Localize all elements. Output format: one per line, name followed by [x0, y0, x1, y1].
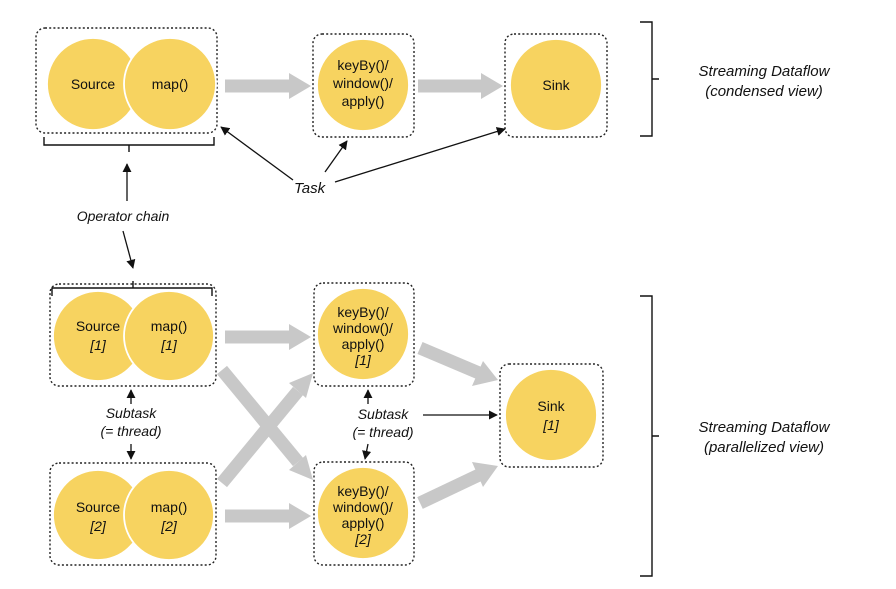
subtask-index-label: [1]	[160, 337, 178, 353]
task-sink-condensed: Sink	[504, 33, 608, 138]
thread-annotation-middle: (= thread)	[352, 424, 413, 440]
subtask-annotation-middle: Subtask	[358, 406, 410, 422]
flow-arrow-keyby1-to-sink	[417, 342, 498, 386]
flow-arrows	[216, 73, 503, 529]
task-sink-parallel: Sink [1]	[499, 363, 604, 468]
source-label: Source	[76, 318, 121, 334]
subtask-annotation-left: Subtask	[106, 405, 158, 421]
parallel-view-brace	[640, 295, 659, 577]
flow-arrow-chain2-to-keyby1	[216, 373, 313, 488]
subtask-index-label: [1]	[89, 337, 107, 353]
parallel-view-subtitle: (parallelized view)	[704, 439, 824, 456]
task-chain-parallel-1: Source [1] map() [1]	[49, 283, 217, 387]
thread-annotation-left: (= thread)	[100, 423, 161, 439]
flow-arrow-chain2-to-keyby2	[225, 503, 311, 529]
map-label: map()	[151, 318, 188, 334]
flow-arrow-keyby-to-sink	[418, 73, 503, 99]
sink-label: Sink	[542, 77, 570, 93]
task-keyby-condensed: keyBy()/ window()/ apply()	[312, 33, 415, 138]
flow-arrow-chain-to-keyby	[225, 73, 311, 99]
window-label: window()/	[332, 320, 393, 336]
apply-label: apply()	[342, 93, 385, 109]
condensed-view-title: Streaming Dataflow	[699, 63, 831, 80]
subtask-index-label: [2]	[89, 518, 107, 534]
map-label: map()	[152, 76, 189, 92]
operator-chain-annotation: Operator chain	[77, 208, 170, 224]
window-label: window()/	[332, 499, 393, 515]
keyby-label: keyBy()/	[337, 57, 388, 73]
subtask-index-label: [2]	[160, 518, 178, 534]
flow-arrow-chain1-to-keyby2	[216, 365, 313, 480]
task-keyby-parallel-1: keyBy()/ window()/ apply() [1]	[313, 282, 415, 387]
task-annotation: Task	[294, 180, 327, 197]
task-keyby-parallel-2: keyBy()/ window()/ apply() [2]	[313, 461, 415, 566]
apply-label: apply()	[342, 515, 385, 531]
task-chain-parallel-2: Source [2] map() [2]	[49, 462, 217, 566]
source-label: Source	[76, 499, 121, 515]
window-label: window()/	[332, 75, 393, 91]
condensed-view-subtitle: (condensed view)	[705, 83, 823, 100]
subtask-index-label: [1]	[542, 417, 560, 433]
apply-label: apply()	[342, 336, 385, 352]
subtask-index-label: [2]	[354, 531, 372, 547]
condensed-view-brace	[640, 21, 659, 137]
operator-chain-brace-bottom	[51, 281, 213, 296]
flow-arrow-keyby2-to-sink	[417, 462, 498, 509]
task-chain-condensed: Source map()	[35, 27, 218, 134]
source-label: Source	[71, 76, 116, 92]
keyby-label: keyBy()/	[337, 483, 388, 499]
subtask-index-label: [1]	[354, 352, 372, 368]
keyby-label: keyBy()/	[337, 304, 388, 320]
flow-arrow-chain1-to-keyby1	[225, 324, 311, 350]
operator-chain-brace-top	[43, 137, 215, 152]
pointer-arrows	[122, 126, 506, 460]
sink-label: Sink	[537, 398, 565, 414]
map-label: map()	[151, 499, 188, 515]
parallel-view-title: Streaming Dataflow	[699, 419, 831, 436]
